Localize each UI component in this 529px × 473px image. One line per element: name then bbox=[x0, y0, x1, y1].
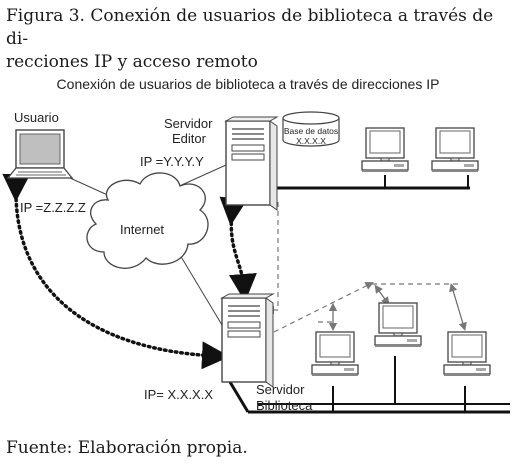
servidor-biblioteca-label-1: Servidor bbox=[256, 382, 305, 397]
servidor-biblioteca-label-2: Biblioteca bbox=[256, 398, 313, 413]
dotted-usuario-biblioteca bbox=[2, 173, 230, 370]
figure-caption: Figura 3. Conexión de usuarios de biblio… bbox=[6, 5, 511, 74]
figure-caption-line1: Figura 3. Conexión de usuarios de biblio… bbox=[6, 6, 494, 49]
dotted-arrows bbox=[2, 173, 257, 370]
usuario-label: Usuario bbox=[14, 110, 59, 125]
lan-editor-bus bbox=[268, 186, 470, 196]
dotted-editor-biblioteca bbox=[219, 196, 257, 302]
pc-arrows bbox=[328, 282, 467, 332]
link-usuario-internet bbox=[69, 177, 113, 198]
usuario-ip: IP =Z.Z.Z.Z bbox=[20, 200, 86, 215]
figure-caption-line2: recciones IP y acceso remoto bbox=[6, 52, 258, 72]
servidor-editor-label-1: Servidor bbox=[164, 116, 213, 131]
servidor-biblioteca-ip: IP= X.X.X.X bbox=[144, 387, 213, 402]
server-editor-icon bbox=[225, 116, 278, 211]
dashed-connections bbox=[262, 199, 462, 333]
pc-icon bbox=[431, 127, 479, 173]
server-biblioteca-icon bbox=[221, 293, 274, 388]
pc-icon bbox=[443, 331, 491, 377]
dashed-editor-biblioteca bbox=[262, 199, 279, 315]
database-label: Base de datos bbox=[284, 126, 338, 136]
link-internet-biblioteca bbox=[179, 254, 229, 336]
database-icon bbox=[282, 111, 340, 147]
database-ip: X.X.X.X bbox=[296, 136, 326, 146]
pc-icon bbox=[374, 302, 422, 348]
source-note: Fuente: Elaboración propia. bbox=[6, 438, 248, 458]
laptop-icon bbox=[6, 129, 74, 179]
pc-icon bbox=[311, 331, 359, 377]
diagram-title: Conexión de usuarios de biblioteca a tra… bbox=[57, 76, 440, 92]
dashed-biblioteca-pc bbox=[273, 282, 374, 333]
internet-label: Internet bbox=[120, 222, 164, 237]
cloud-icon bbox=[86, 172, 209, 269]
servidor-editor-ip: IP =Y.Y.Y.Y bbox=[140, 154, 204, 169]
servidor-editor-label-2: Editor bbox=[172, 131, 207, 146]
pc-icon bbox=[361, 127, 409, 173]
